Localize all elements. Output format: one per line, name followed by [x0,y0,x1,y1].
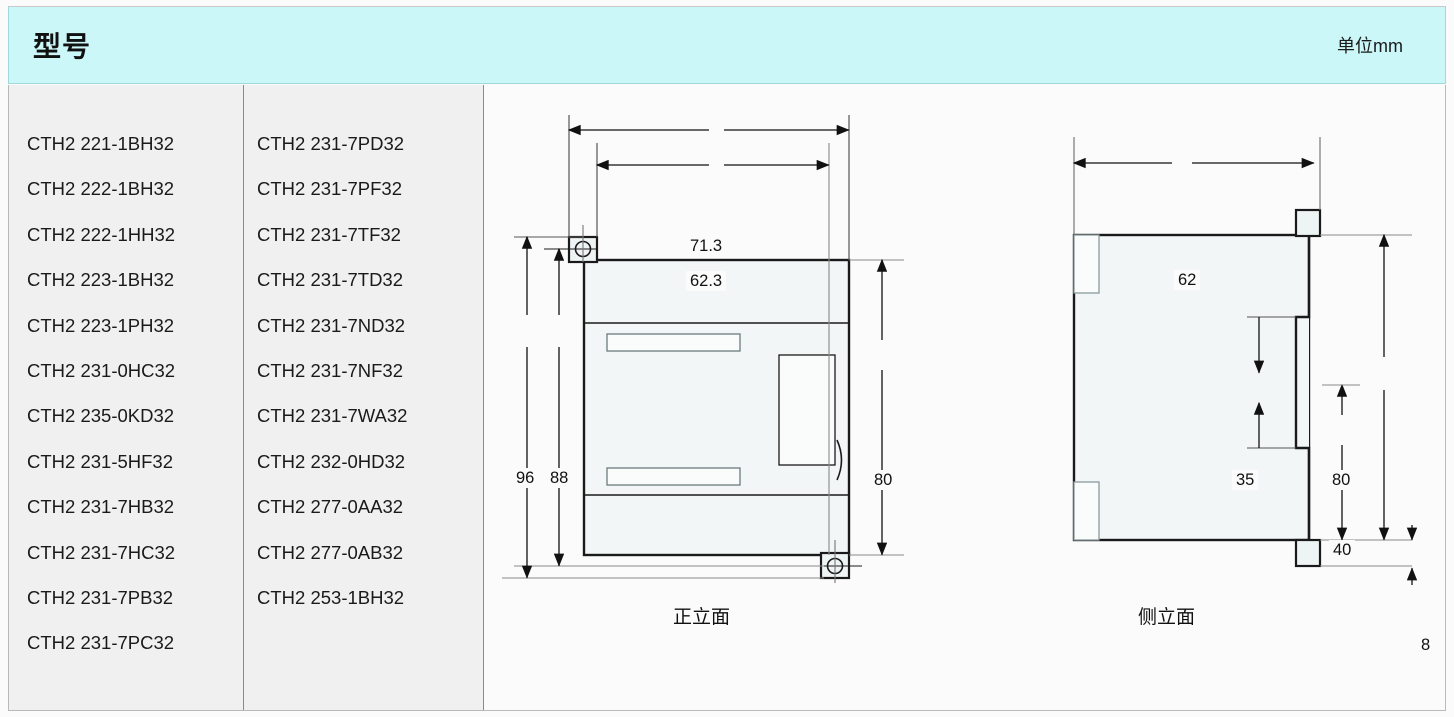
model-number-item: CTH2 253-1BH32 [257,586,405,608]
model-number-item: CTH2 277-0AB32 [257,541,404,563]
model-number-item: CTH2 231-0HC32 [27,359,176,381]
side-tab-bottom [1294,538,1322,568]
front-connector-panel [778,354,836,466]
model-number-item: CTH2 231-7PD32 [257,133,405,154]
drawings-area: 71.3 62.3 96 88 80 正立面 [484,85,1445,710]
front-dim-body-height: 80 [870,470,897,490]
side-notch-bottom-left [1073,481,1100,541]
side-dim-body-height: 80 [1328,470,1355,490]
page-title: 型号 [33,31,92,62]
front-latch-arc [836,439,843,481]
model-number-item: CTH2 231-7HC32 [27,541,176,563]
front-dim-overall-width: 71.3 [686,236,727,256]
header-bar: 型号 单位mm [8,6,1446,84]
model-number-item: CTH2 231-7PC32 [27,632,175,654]
side-tab-top [1294,208,1322,238]
front-dim-mount-height: 88 [546,468,573,488]
side-dim-recess-height: 35 [1232,470,1259,490]
model-number-item: CTH2 277-0AA32 [257,496,404,518]
model-number-item: CTH2 221-1BH32 [27,133,175,154]
side-notch-top-left [1073,234,1100,294]
model-number-item: CTH2 231-7ND32 [257,314,406,336]
model-number-item: CTH2 231-7HB32 [27,496,175,518]
front-dim-body-width: 62.3 [686,271,727,291]
side-dim-tab-offset: 8 [1417,635,1435,655]
front-elevation-caption: 正立面 [673,607,731,628]
model-number-item: CTH2 231-7NF32 [257,359,404,381]
model-number-item: CTH2 223-1PH32 [27,314,175,336]
side-dim-depth: 62 [1174,270,1201,290]
model-number-item: CTH2 231-7TF32 [257,223,401,245]
model-number-item: CTH2 223-1BH32 [27,269,175,291]
model-number-item: CTH2 231-7TD32 [257,269,404,291]
side-elevation-caption: 侧立面 [1138,607,1196,628]
front-elevation-drawing [502,115,904,583]
model-number-item: CTH2 232-0HD32 [257,450,406,472]
side-dim-lower-height: 40 [1329,540,1356,560]
side-step-profile [1294,235,1311,540]
unit-note: 单位mm [1337,36,1403,56]
model-number-item: CTH2 231-7PB32 [27,586,174,608]
model-number-item: CTH2 222-1BH32 [27,178,175,200]
model-number-item: CTH2 231-7PF32 [257,178,402,200]
front-terminal-slot-upper [606,333,741,352]
side-elevation-drawing [1072,137,1418,585]
model-number-item: CTH2 231-7WA32 [257,405,408,427]
model-number-item: CTH2 231-5HF32 [27,450,174,472]
model-number-item: CTH2 222-1HH32 [27,223,176,245]
front-terminal-slot-lower [606,467,741,486]
model-number-item: CTH2 235-0KD32 [27,405,175,427]
front-dim-overall-height: 96 [512,468,539,488]
